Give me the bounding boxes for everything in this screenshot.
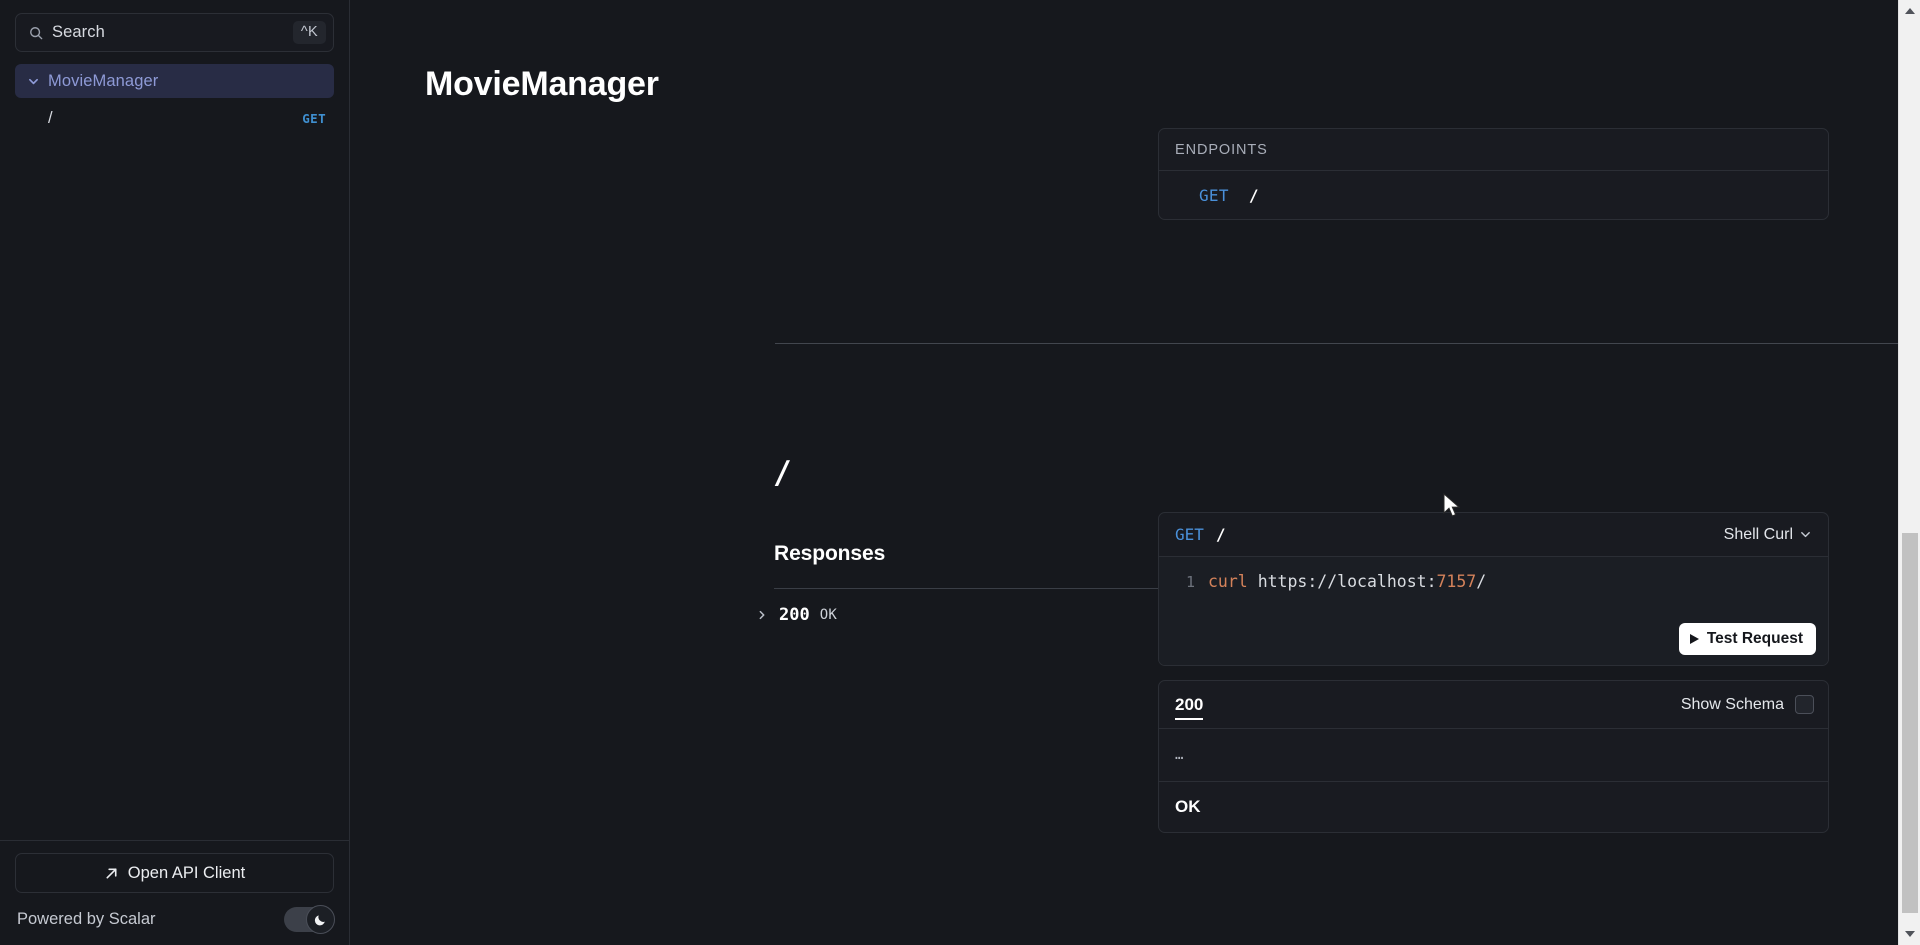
code-token-command: curl <box>1208 572 1248 591</box>
scrollbar-thumb[interactable] <box>1902 533 1918 913</box>
sidebar-footer: Open API Client Powered by Scalar <box>0 840 349 945</box>
endpoint-method: GET <box>1199 185 1229 205</box>
show-schema-toggle[interactable]: Show Schema <box>1681 695 1814 714</box>
powered-by-row: Powered by Scalar <box>15 893 335 945</box>
open-api-client-label: Open API Client <box>127 863 246 882</box>
code-sample-header: GET / Shell Curl <box>1159 513 1828 557</box>
scrollbar-down-arrow-icon[interactable] <box>1899 923 1920 945</box>
code-token-port: 7157 <box>1436 572 1477 591</box>
section-divider <box>775 343 1920 344</box>
response-preview-card: 200 Show Schema … OK <box>1158 680 1829 833</box>
chevron-right-icon <box>755 608 769 622</box>
sidebar-group-label: MovieManager <box>48 71 159 90</box>
response-status-text: OK <box>819 607 837 623</box>
endpoint-path: / <box>1248 185 1259 205</box>
chevron-down-icon <box>1801 531 1810 538</box>
responses-divider <box>774 588 1447 589</box>
sidebar: Search ^K MovieManager / GET <box>0 0 350 945</box>
search-placeholder: Search <box>52 23 105 41</box>
search-input[interactable]: Search ^K <box>15 13 334 52</box>
search-shortcut-badge: ^K <box>292 20 326 45</box>
sidebar-item-root-get[interactable]: / GET <box>15 101 334 135</box>
responses-heading: Responses <box>774 542 886 565</box>
search-section: Search ^K <box>0 0 349 52</box>
response-body-preview[interactable]: … <box>1159 729 1828 782</box>
code-sample-card: GET / Shell Curl 1 curl https://localhos… <box>1158 512 1829 666</box>
powered-by-label: Powered by Scalar <box>17 909 156 928</box>
code-sample-footer: Test Request <box>1159 613 1828 665</box>
code-sample-method: GET <box>1175 525 1204 544</box>
sidebar-nav: MovieManager / GET <box>0 52 349 840</box>
response-description: OK <box>1175 797 1201 816</box>
open-api-client-button[interactable]: Open API Client <box>15 853 334 893</box>
operation-title: / <box>773 455 792 491</box>
sidebar-item-path: / <box>48 108 53 127</box>
code-token-url-suffix: / <box>1476 572 1487 591</box>
sidebar-group-moviemanager[interactable]: MovieManager <box>15 64 334 98</box>
show-schema-checkbox[interactable] <box>1795 695 1814 714</box>
sidebar-item-method-badge: GET <box>302 110 326 126</box>
test-request-button[interactable]: Test Request <box>1678 623 1816 655</box>
main-content: MovieManager ENDPOINTS GET / / Responses… <box>350 0 1920 945</box>
endpoints-card-heading: ENDPOINTS <box>1159 129 1828 171</box>
response-preview-header: 200 Show Schema <box>1159 681 1828 729</box>
code-sample-body[interactable]: 1 curl https://localhost:7157/ <box>1159 557 1828 613</box>
response-accordion-200[interactable]: 200 OK <box>755 598 837 632</box>
arrow-up-right-icon <box>104 866 119 881</box>
show-schema-label: Show Schema <box>1680 695 1784 713</box>
scrollbar-up-arrow-icon[interactable] <box>1899 0 1920 22</box>
response-status-code: 200 <box>779 605 810 625</box>
code-line-number: 1 <box>1185 573 1195 591</box>
code-sample-path: / <box>1215 525 1226 544</box>
endpoints-row-get-root[interactable]: GET / <box>1159 171 1828 219</box>
language-selector-label: Shell Curl <box>1723 525 1793 543</box>
page-title: MovieManager <box>425 65 659 103</box>
test-request-label: Test Request <box>1706 630 1803 647</box>
moon-icon <box>306 904 335 934</box>
code-token-url-prefix: https://localhost: <box>1257 572 1437 591</box>
chevron-down-icon <box>25 73 41 89</box>
search-icon <box>28 25 43 40</box>
response-tab-200[interactable]: 200 <box>1175 681 1204 729</box>
endpoints-card: ENDPOINTS GET / <box>1158 128 1829 220</box>
language-selector[interactable]: Shell Curl <box>1724 526 1812 544</box>
page-scrollbar[interactable] <box>1898 0 1920 945</box>
theme-toggle[interactable] <box>284 904 335 934</box>
play-icon <box>1689 634 1699 644</box>
